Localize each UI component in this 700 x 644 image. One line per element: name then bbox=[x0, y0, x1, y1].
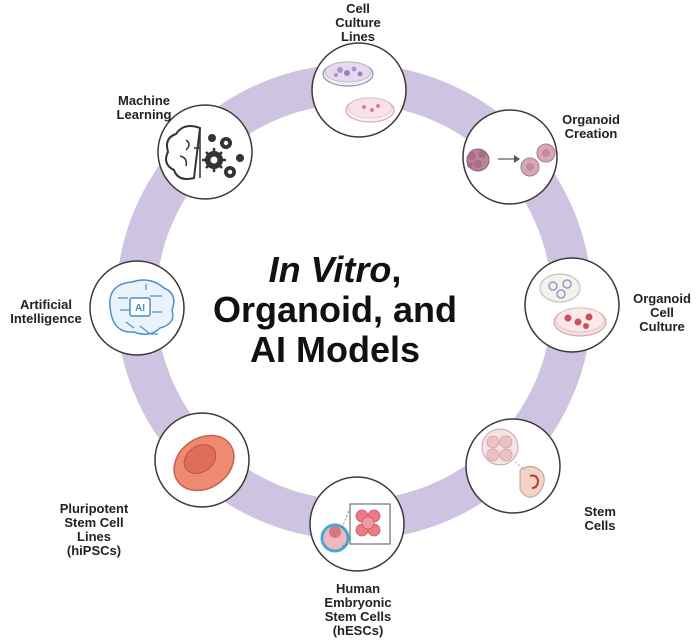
ai-brain-icon: AI bbox=[109, 279, 175, 335]
title-line-1: In Vitro, bbox=[268, 249, 402, 290]
embryo-cells-icon bbox=[481, 428, 545, 498]
label-stem-cells: Stem Cells bbox=[584, 504, 616, 533]
cell-icon bbox=[173, 434, 235, 492]
title-line-3: AI Models bbox=[249, 329, 420, 370]
svg-text:AI: AI bbox=[135, 303, 145, 314]
label-human-embryonic-stem-cells: Human Embryonic Stem Cells (hESCs) bbox=[324, 581, 392, 638]
title-line-2: Organoid, and bbox=[212, 289, 457, 330]
label-pluripotent-stem-cell-lines: Pluripotent Stem Cell Lines (hiPSCs) bbox=[59, 501, 129, 558]
diagram-title: In Vitro, Organoid, and AI Models bbox=[190, 250, 480, 370]
label-artificial-intelligence: Artificial Intelligence bbox=[10, 297, 82, 326]
organoid-formation-icon bbox=[466, 143, 556, 177]
node-human-embryonic-stem-cells bbox=[309, 476, 405, 572]
node-stem-cells bbox=[465, 418, 561, 514]
petri-dishes-icon bbox=[322, 61, 395, 123]
node-machine-learning bbox=[157, 104, 253, 200]
label-organoid-cell-culture: Organoid Cell Culture bbox=[633, 291, 691, 334]
node-cell-culture-lines bbox=[311, 42, 407, 138]
node-organoid-creation bbox=[462, 109, 558, 205]
blastocyst-icon bbox=[320, 503, 391, 553]
node-pluripotent-stem-cell-lines bbox=[154, 412, 250, 508]
label-organoid-creation: Organoid Creation bbox=[562, 112, 620, 141]
brain-gears-icon bbox=[165, 125, 244, 180]
node-artificial-intelligence: AI bbox=[89, 260, 185, 356]
label-cell-culture-lines: Cell Culture Lines bbox=[335, 1, 381, 44]
node-organoid-cell-culture bbox=[524, 257, 620, 353]
label-machine-learning: Machine Learning bbox=[116, 93, 172, 122]
organoid-petri-icon bbox=[539, 273, 607, 337]
